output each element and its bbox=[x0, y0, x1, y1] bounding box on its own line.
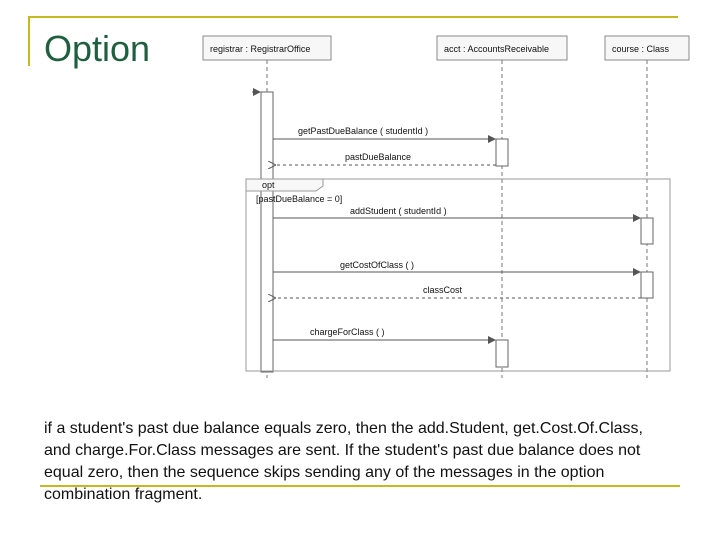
lifeline-label-registrar: registrar : RegistrarOffice bbox=[210, 44, 310, 54]
lifeline-acct: acct : AccountsReceivable bbox=[436, 35, 568, 378]
left-accent-rule bbox=[28, 16, 30, 66]
activation-acct-2 bbox=[495, 339, 509, 368]
message-label: getCostOfClass ( ) bbox=[340, 260, 414, 270]
message-class-cost-return: classCost bbox=[275, 285, 641, 298]
message-label: addStudent ( studentId ) bbox=[350, 206, 447, 216]
slide-title: Option bbox=[44, 28, 151, 69]
activation-course-1 bbox=[640, 217, 654, 245]
message-get-cost-of-class: getCostOfClass ( ) bbox=[273, 260, 641, 276]
activation-course-2 bbox=[640, 271, 654, 299]
activation-registrar bbox=[260, 91, 274, 373]
opt-fragment-tab bbox=[245, 178, 324, 192]
message-label: getPastDueBalance ( studentId ) bbox=[298, 126, 428, 136]
message-charge-for-class: chargeForClass ( ) bbox=[273, 327, 496, 344]
slide-caption: if a student's past due balance equals z… bbox=[44, 420, 643, 503]
bottom-accent-rule bbox=[40, 485, 680, 487]
opt-fragment-frame bbox=[245, 178, 671, 372]
opt-operator: opt bbox=[262, 180, 275, 190]
opt-fragment: opt [pastDueBalance = 0] bbox=[245, 178, 671, 372]
top-accent-rule bbox=[28, 16, 678, 18]
lifeline-label-course: course : Class bbox=[612, 44, 670, 54]
opt-guard: [pastDueBalance = 0] bbox=[256, 194, 342, 204]
lifeline-label-acct: acct : AccountsReceivable bbox=[444, 44, 549, 54]
message-add-student: addStudent ( studentId ) bbox=[273, 206, 641, 222]
message-past-due-balance-return: pastDueBalance bbox=[275, 152, 496, 165]
message-get-past-due-balance: getPastDueBalance ( studentId ) bbox=[273, 126, 496, 143]
lifeline-head-registrar bbox=[202, 35, 332, 61]
message-label: chargeForClass ( ) bbox=[310, 327, 385, 337]
lifeline-course: course : Class bbox=[604, 35, 690, 378]
message-label: classCost bbox=[423, 285, 463, 295]
lifeline-head-acct bbox=[436, 35, 568, 61]
message-label: pastDueBalance bbox=[345, 152, 411, 162]
activation-acct-1 bbox=[495, 138, 509, 167]
